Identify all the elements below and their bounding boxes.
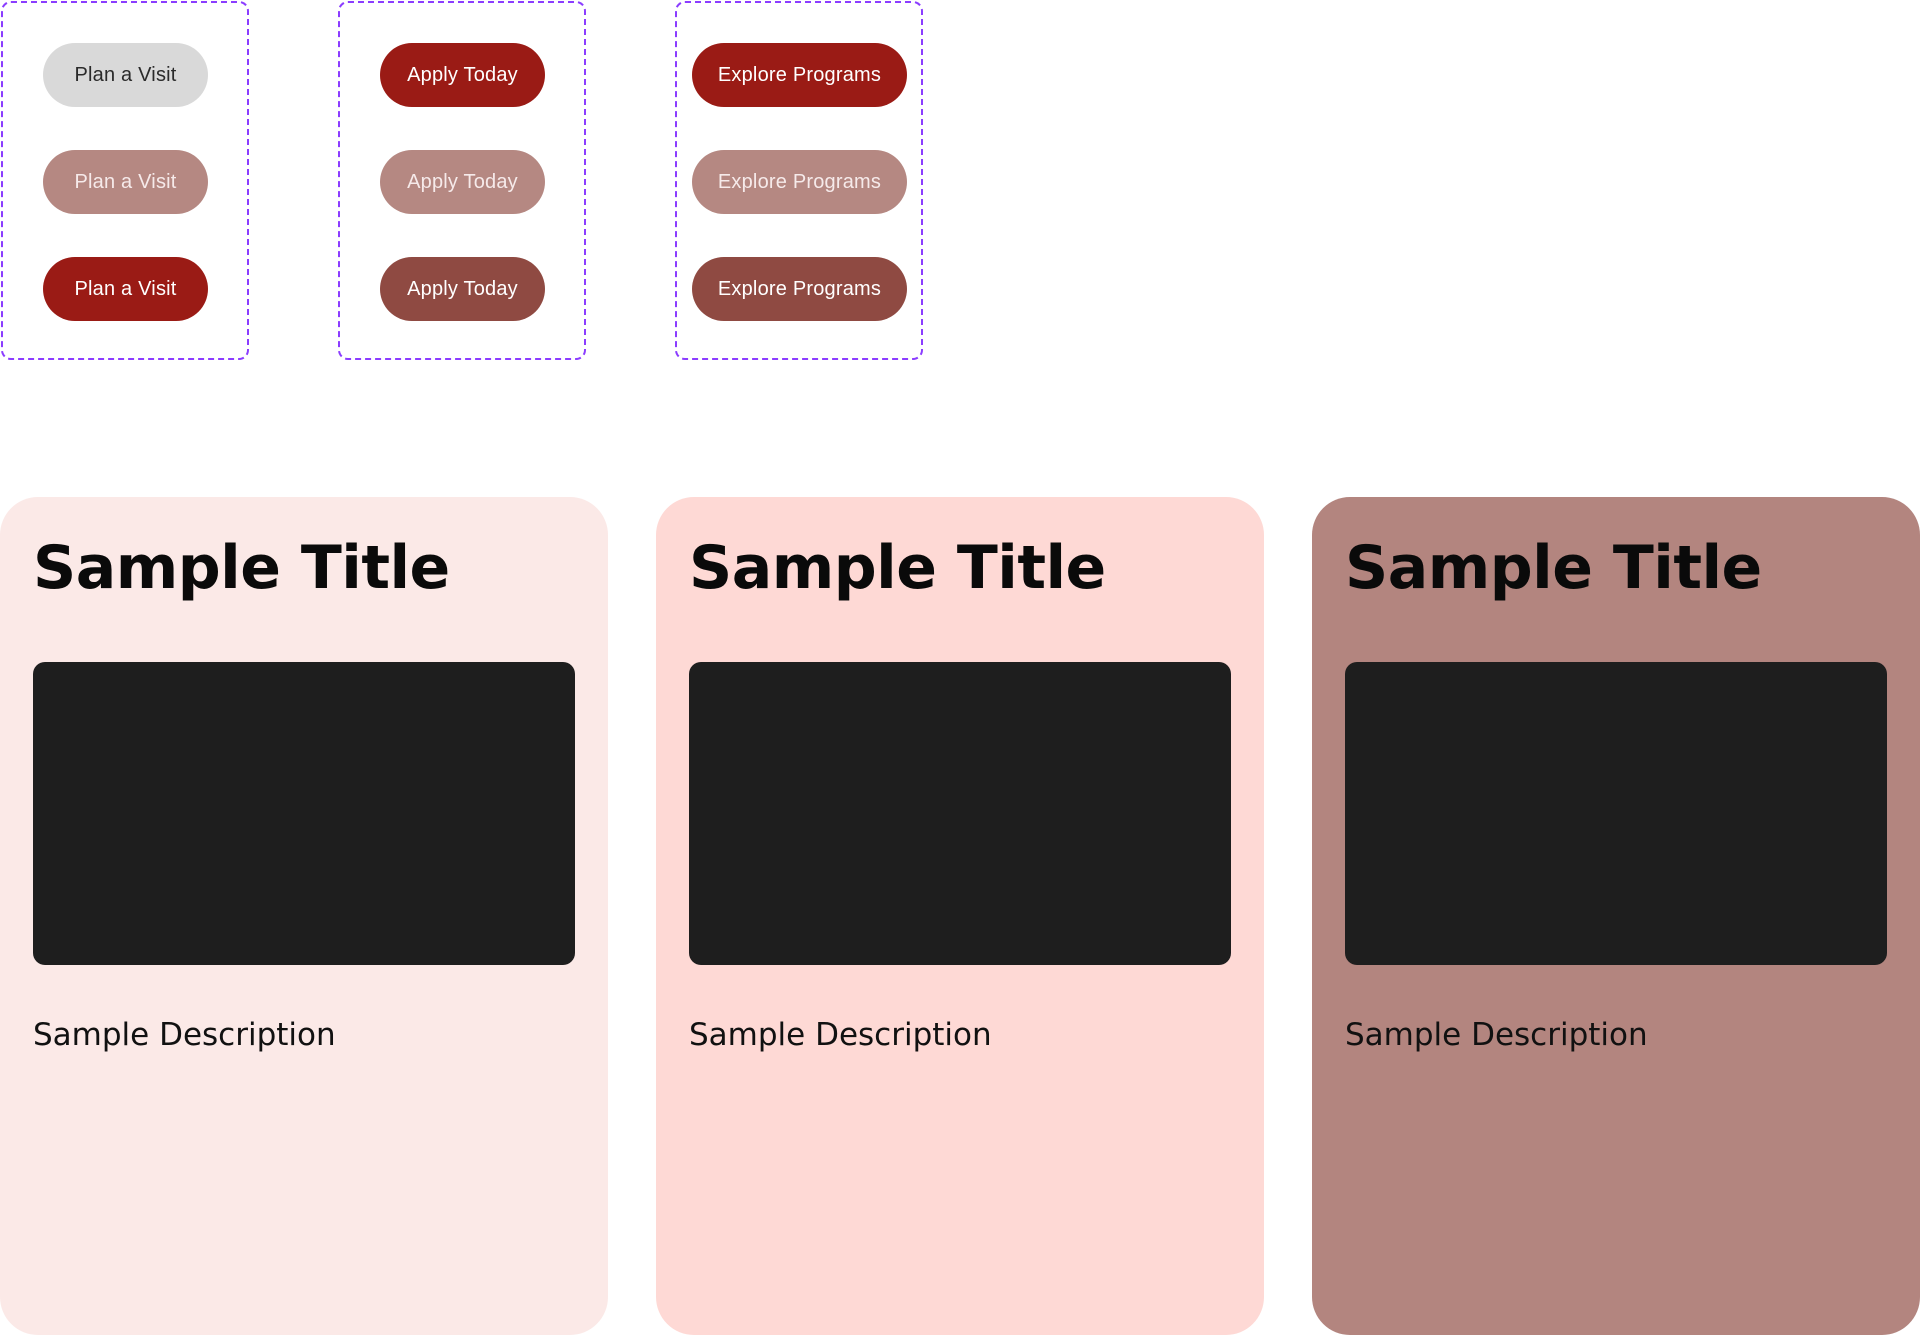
explore-programs-button[interactable]: Explore Programs bbox=[692, 43, 907, 107]
apply-today-button-pressed[interactable]: Apply Today bbox=[380, 257, 545, 321]
card-media-placeholder bbox=[689, 662, 1231, 965]
explore-programs-button-pressed[interactable]: Explore Programs bbox=[692, 257, 907, 321]
explore-programs-button-disabled[interactable]: Explore Programs bbox=[692, 150, 907, 214]
apply-today-button[interactable]: Apply Today bbox=[380, 43, 545, 107]
card-media-placeholder bbox=[1345, 662, 1887, 965]
apply-today-button-disabled[interactable]: Apply Today bbox=[380, 150, 545, 214]
plan-a-visit-button[interactable]: Plan a Visit bbox=[43, 43, 208, 107]
button-variant-group-explore-programs: Explore Programs Explore Programs Explor… bbox=[675, 1, 923, 360]
button-variant-group-apply-today: Apply Today Apply Today Apply Today bbox=[338, 1, 586, 360]
plan-a-visit-button-disabled[interactable]: Plan a Visit bbox=[43, 150, 208, 214]
sample-card-rose[interactable]: Sample Title Sample Description bbox=[1312, 497, 1920, 1335]
sample-card-light[interactable]: Sample Title Sample Description bbox=[0, 497, 608, 1335]
card-media-placeholder bbox=[33, 662, 575, 965]
card-title: Sample Title bbox=[33, 533, 450, 603]
card-description: Sample Description bbox=[689, 1017, 992, 1053]
button-variant-group-plan-a-visit: Plan a Visit Plan a Visit Plan a Visit bbox=[1, 1, 249, 360]
card-title: Sample Title bbox=[689, 533, 1106, 603]
card-description: Sample Description bbox=[1345, 1017, 1648, 1053]
plan-a-visit-button-active[interactable]: Plan a Visit bbox=[43, 257, 208, 321]
card-title: Sample Title bbox=[1345, 533, 1762, 603]
sample-card-pink[interactable]: Sample Title Sample Description bbox=[656, 497, 1264, 1335]
card-description: Sample Description bbox=[33, 1017, 336, 1053]
